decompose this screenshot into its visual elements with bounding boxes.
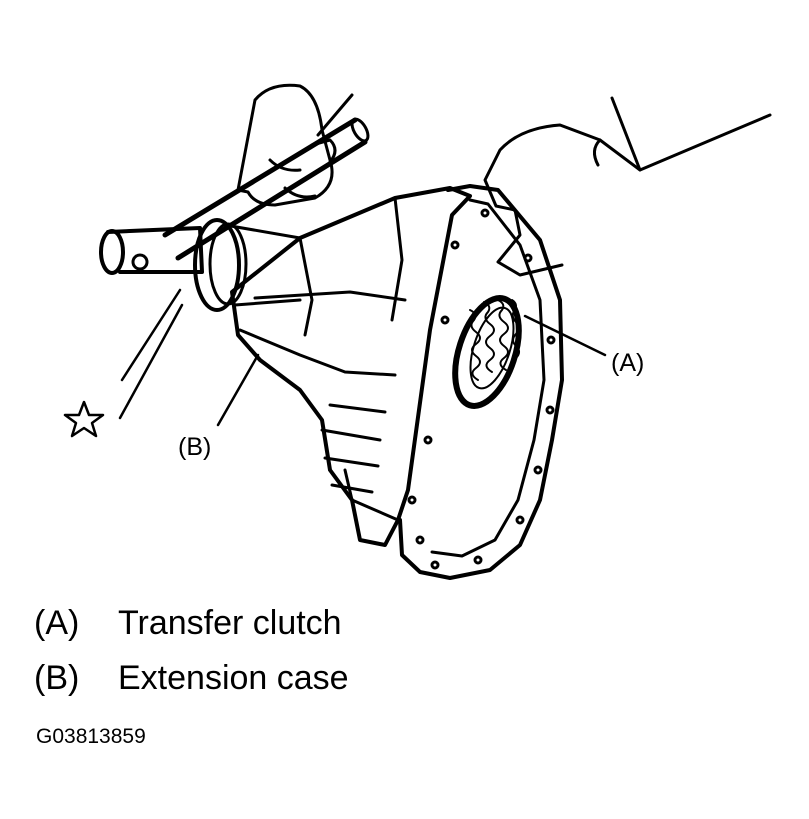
legend-key: (B) (34, 659, 80, 697)
star-icon (63, 400, 105, 438)
transfer-clutch-removal-illustration: (A) (B) (63, 83, 772, 580)
legend-text: Extension case (118, 659, 349, 697)
transfer-clutch (452, 295, 522, 409)
left-hand (236, 83, 354, 207)
legend-item-transfer-clutch: (A) Transfer clutch (34, 606, 342, 640)
callout-a: (A) (611, 349, 644, 377)
slide-hammer-tool (99, 117, 370, 312)
callout-b: (B) (178, 433, 211, 461)
legend-text: Transfer clutch (118, 604, 342, 642)
figure-id: G03813859 (36, 725, 146, 748)
extension-case (230, 186, 472, 547)
legend-item-extension-case: (B) Extension case (34, 661, 349, 695)
legend-key: (A) (34, 604, 80, 642)
case-flange (398, 184, 564, 580)
callout-leaders (118, 288, 607, 427)
right-hand (483, 96, 772, 277)
